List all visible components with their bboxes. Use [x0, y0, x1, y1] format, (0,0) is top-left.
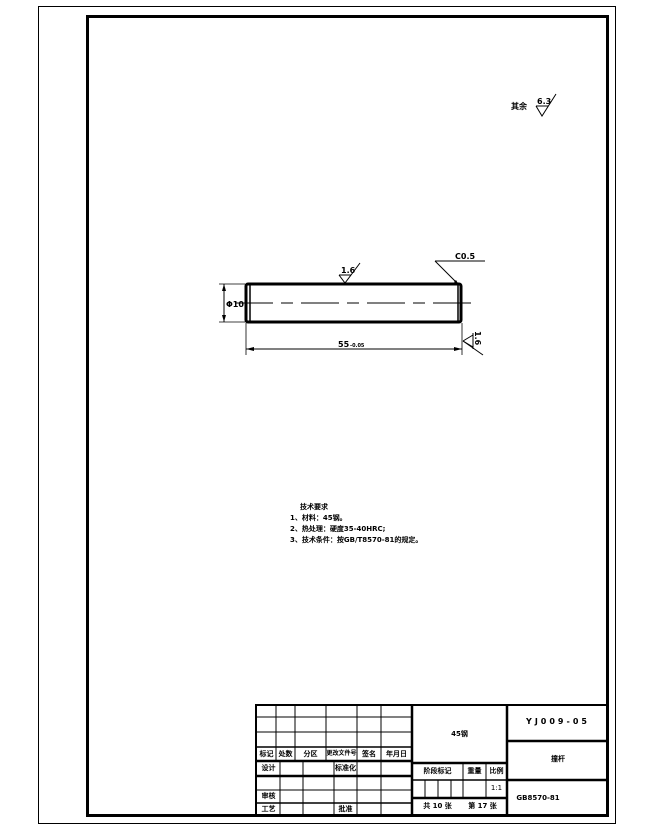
- header-signature: 签名: [362, 750, 376, 758]
- scale-value: 1:1: [490, 784, 503, 792]
- title-block-grid: [255, 704, 609, 817]
- length-dimension: 55: [338, 340, 350, 349]
- header-count: 处数: [278, 750, 293, 758]
- roughness-top-value: 1.6: [341, 266, 356, 275]
- pin-part-drawing: Φ10 55 -0.05 1.6 C0.5 1.6: [219, 252, 485, 356]
- drawing-number: YJ009-05: [526, 717, 590, 726]
- surface-roughness-symbol-general: 6.3: [535, 93, 557, 117]
- scale-label: 比例: [489, 767, 504, 775]
- standardization-label: 标准化: [335, 764, 356, 772]
- process-label: 工艺: [261, 805, 276, 813]
- tech-requirements-block: 技术要求 1、材料：45钢。 2、热处理：硬度35-40HRC; 3、技术条件：…: [290, 504, 422, 544]
- outer-sheet-border: [38, 6, 616, 824]
- approve-label: 批准: [338, 805, 353, 813]
- sheet-number: 第 17 张: [468, 802, 497, 810]
- review-label: 审核: [261, 792, 276, 800]
- tech-requirement-item: 2、热处理：硬度35-40HRC;: [290, 525, 386, 533]
- drawing-frame-border: [86, 15, 609, 817]
- standard-number: GB8570-81: [516, 794, 560, 802]
- length-tolerance: -0.05: [350, 343, 365, 349]
- title-block: 标记 处数 分区 更改文件号 签名 年月日 设计 标准化 审核 工艺 批准 45…: [255, 704, 609, 817]
- header-mark: 标记: [259, 750, 274, 758]
- total-sheets: 共 10 张: [423, 802, 452, 810]
- diameter-dimension: Φ10: [226, 300, 244, 309]
- roughness-end-value: 1.6: [473, 331, 482, 346]
- header-zone: 分区: [303, 750, 318, 758]
- header-date: 年月日: [386, 750, 407, 758]
- weight-label: 重量: [467, 767, 482, 775]
- tech-requirements-title: 技术要求: [300, 503, 328, 511]
- tech-requirement-item: 1、材料：45钢。: [290, 514, 347, 522]
- chamfer-label: C0.5: [455, 252, 475, 261]
- header-change-doc: 更改文件号: [326, 750, 357, 757]
- surface-finish-general-value: 6.3: [537, 97, 551, 106]
- part-name: 撞杆: [551, 755, 565, 763]
- material-value: 45钢: [451, 730, 468, 738]
- stage-mark-label: 阶段标记: [423, 767, 452, 775]
- tech-requirement-item: 3、技术条件：按GB/T8570-81的规定。: [290, 536, 423, 544]
- design-label: 设计: [261, 764, 276, 772]
- surface-finish-general-label: 其余: [511, 102, 527, 111]
